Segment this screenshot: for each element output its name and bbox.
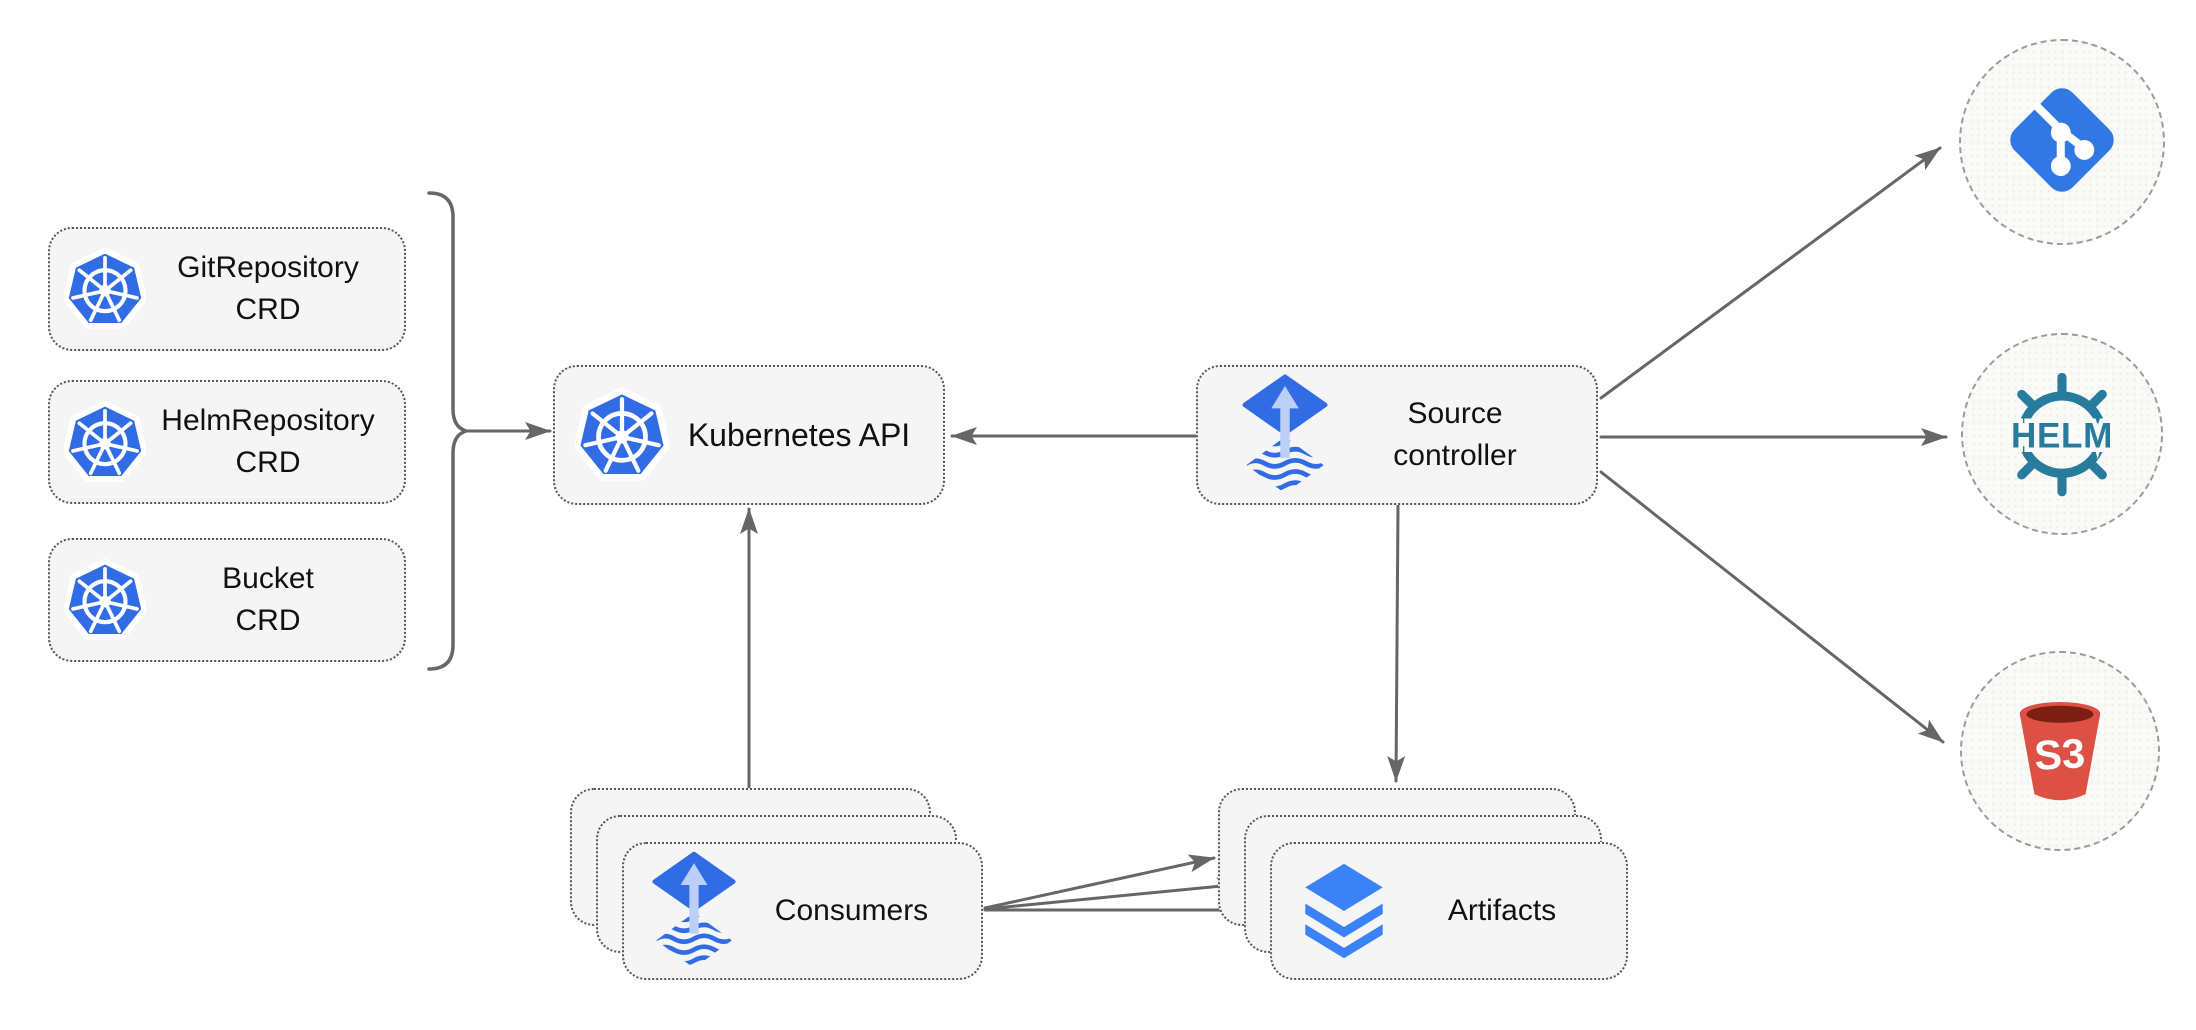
- s3-bucket-icon: S3: [1999, 688, 2121, 815]
- node-label: HelmRepository CRD: [161, 404, 375, 479]
- helm-label: HELM: [2011, 416, 2113, 455]
- kubernetes-wheel-icon: [64, 248, 146, 330]
- edge-source-controller-to-s3: [1599, 470, 1945, 744]
- node-label: Consumers: [774, 894, 929, 927]
- kubernetes-wheel-icon: [575, 388, 669, 482]
- helm-wheel-icon: HELM: [1997, 367, 2127, 502]
- layers-icon: [1296, 860, 1392, 962]
- node-label: GitRepository CRD: [177, 251, 359, 326]
- node-gitrepository-crd: GitRepository CRD: [48, 227, 406, 351]
- node-source-controller: Source controller: [1196, 365, 1598, 505]
- node-label: Bucket CRD: [222, 562, 314, 637]
- edge-consumers-to-artifacts-middle: [983, 877, 1244, 911]
- crd-boxes-bracket: [427, 191, 472, 671]
- node-artifacts: Artifacts: [1270, 842, 1628, 980]
- node-label: Source controller: [1393, 397, 1517, 472]
- kubernetes-wheel-icon: [64, 559, 146, 641]
- flux-icon: [652, 851, 736, 971]
- node-s3-bucket: S3: [1960, 651, 2160, 851]
- node-consumers: Consumers: [622, 842, 983, 980]
- node-kubernetes-api: Kubernetes API: [553, 365, 945, 505]
- kubernetes-wheel-icon: [64, 401, 146, 483]
- node-git-repository: [1959, 39, 2165, 245]
- node-helm-repository: HELM: [1961, 333, 2163, 535]
- node-bucket-crd: Bucket CRD: [48, 538, 406, 662]
- node-helmrepository-crd: HelmRepository CRD: [48, 380, 406, 504]
- edge-consumers-to-artifacts-back: [983, 854, 1216, 910]
- node-label: Artifacts: [1447, 894, 1557, 927]
- s3-label: S3: [2033, 729, 2086, 779]
- flux-icon: [1242, 374, 1328, 496]
- edge-source-controller-to-artifacts: [1387, 504, 1406, 783]
- node-label: Kubernetes API: [687, 417, 911, 453]
- git-icon: [2000, 78, 2124, 207]
- edge-source-controller-to-git: [1599, 146, 1942, 400]
